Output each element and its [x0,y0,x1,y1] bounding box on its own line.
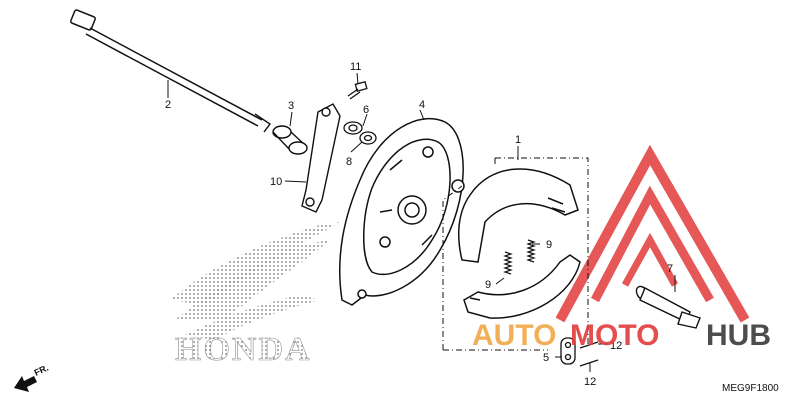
callout-7: 7 [667,263,673,275]
washer [343,121,363,135]
callout-4: 4 [419,99,425,111]
watermark-triangle [555,144,750,323]
watermark-auto: AUTO [472,319,556,352]
pins [579,341,599,367]
callout-labels: 1 2 3 4 5 6 7 8 9 9 10 11 12 12 [165,61,673,388]
callout-2: 2 [165,99,171,111]
callout-9-lower: 9 [485,279,491,291]
rear-axle [70,9,272,133]
nut [359,131,377,145]
callout-1: 1 [515,134,521,146]
brake-shoes [457,168,581,319]
front-direction-arrow: FR. [14,363,50,392]
brake-cam [635,285,701,329]
watermark-moto: MOTO [570,319,659,352]
callout-9-upper: 9 [546,239,552,251]
callout-11: 11 [350,61,361,73]
callout-5: 5 [543,352,549,364]
brake-panel [339,117,465,306]
diagram-code: MEG9F1800 [722,383,779,394]
honda-wing-logo: HONDA [170,222,340,368]
callout-3: 3 [288,100,294,112]
shoe-springs [503,239,536,275]
leader-lines [167,72,676,372]
watermark-text: AUTO MOTO HUB [472,319,771,352]
callout-10: 10 [270,176,282,188]
brake-stopper-arm [301,103,341,213]
callout-12-lower: 12 [584,376,596,388]
bolt [347,81,368,100]
collar [272,125,308,155]
watermark-hub: HUB [706,319,771,352]
wear-indicator-plate [560,337,576,365]
callout-6: 6 [363,104,369,116]
honda-logo-text: HONDA [175,331,312,368]
callout-12-upper: 12 [610,340,622,352]
callout-8: 8 [346,156,352,168]
front-direction-label: FR. [33,363,50,378]
